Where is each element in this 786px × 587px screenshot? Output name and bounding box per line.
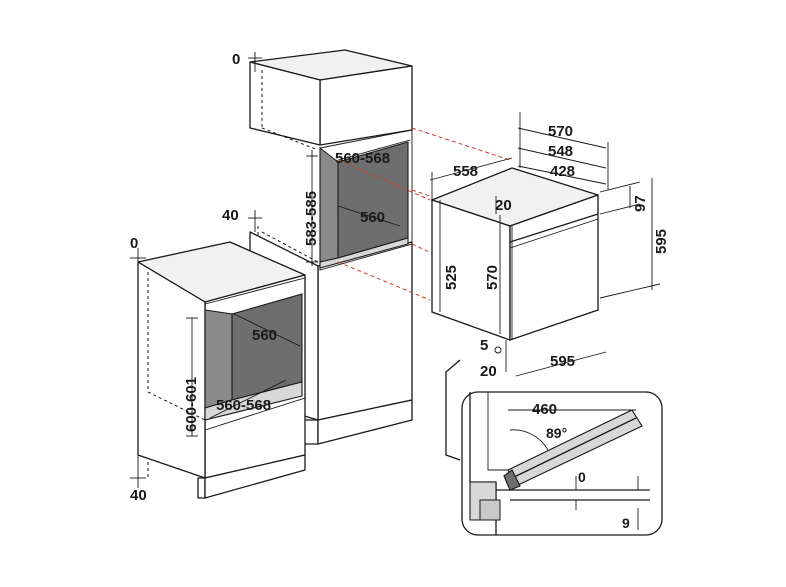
label-oven-width-mid: 548 [548, 143, 573, 160]
oven-dimensions [429, 112, 661, 377]
oven-unit [431, 167, 599, 341]
label-door-angle: 89° [546, 425, 567, 441]
label-tall-niche-depth: 560 [360, 209, 385, 226]
label-door-gap: 0 [578, 469, 586, 485]
label-oven-panel-height: 97 [632, 195, 649, 212]
door-detail-inset [445, 359, 663, 536]
label-tall-niche-width: 560-568 [335, 150, 390, 167]
base-cabinet-dimensions [130, 248, 301, 488]
label-tall-rear-clearance: 40 [222, 207, 239, 224]
label-tall-niche-height: 583-585 [303, 191, 320, 246]
label-base-niche-width: 560-568 [216, 397, 271, 414]
label-oven-front-height: 570 [484, 265, 501, 290]
label-base-bottom-clearance: 40 [130, 487, 147, 504]
label-oven-total-height: 595 [653, 229, 670, 254]
label-tall-top-clearance: 0 [232, 51, 240, 68]
label-base-top-clearance: 0 [130, 235, 138, 252]
label-door-bottom-gap: 9 [622, 515, 630, 531]
label-door-depth: 460 [532, 401, 557, 418]
label-oven-width-inner: 428 [550, 163, 575, 180]
label-oven-depth: 558 [453, 163, 478, 180]
label-base-niche-depth: 560 [252, 327, 277, 344]
label-oven-front-width: 595 [550, 353, 575, 370]
label-oven-bottom-offset: 20 [480, 363, 497, 380]
tall-cabinet-dimensions [248, 52, 411, 266]
label-oven-body-height: 525 [443, 265, 460, 290]
label-oven-width-total: 570 [548, 123, 573, 140]
label-oven-offset: 20 [495, 197, 512, 214]
label-base-niche-height: 600-601 [183, 377, 200, 432]
label-oven-gap: 5 [480, 337, 488, 354]
base-cabinet [137, 241, 306, 499]
